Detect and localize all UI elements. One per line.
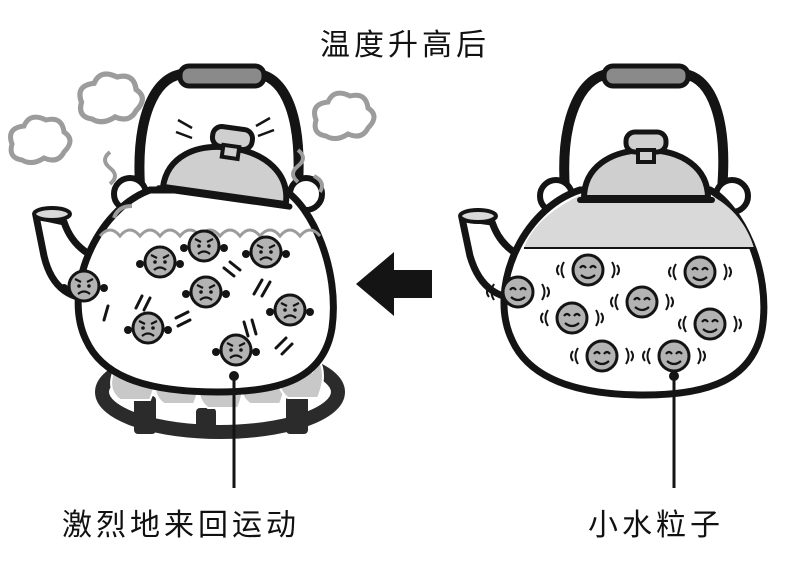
steam-cloud-icon	[80, 74, 142, 122]
boiling-kettle	[11, 63, 375, 488]
calm-kettle	[458, 63, 768, 488]
steam	[11, 74, 375, 219]
motion-lines	[102, 260, 294, 356]
handle-grip	[177, 63, 267, 89]
left-caption: 激烈地来回运动	[62, 508, 300, 543]
steam-cloud-icon	[11, 117, 71, 162]
steam-cloud-icon	[315, 93, 375, 138]
right-caption: 小水粒子	[588, 508, 724, 543]
handle-grip	[601, 63, 691, 89]
kettle-upper-shade	[524, 194, 754, 248]
left-arrow-icon	[356, 252, 432, 316]
diagram-title: 温度升高后	[320, 28, 490, 63]
kettle-lid	[155, 124, 293, 210]
